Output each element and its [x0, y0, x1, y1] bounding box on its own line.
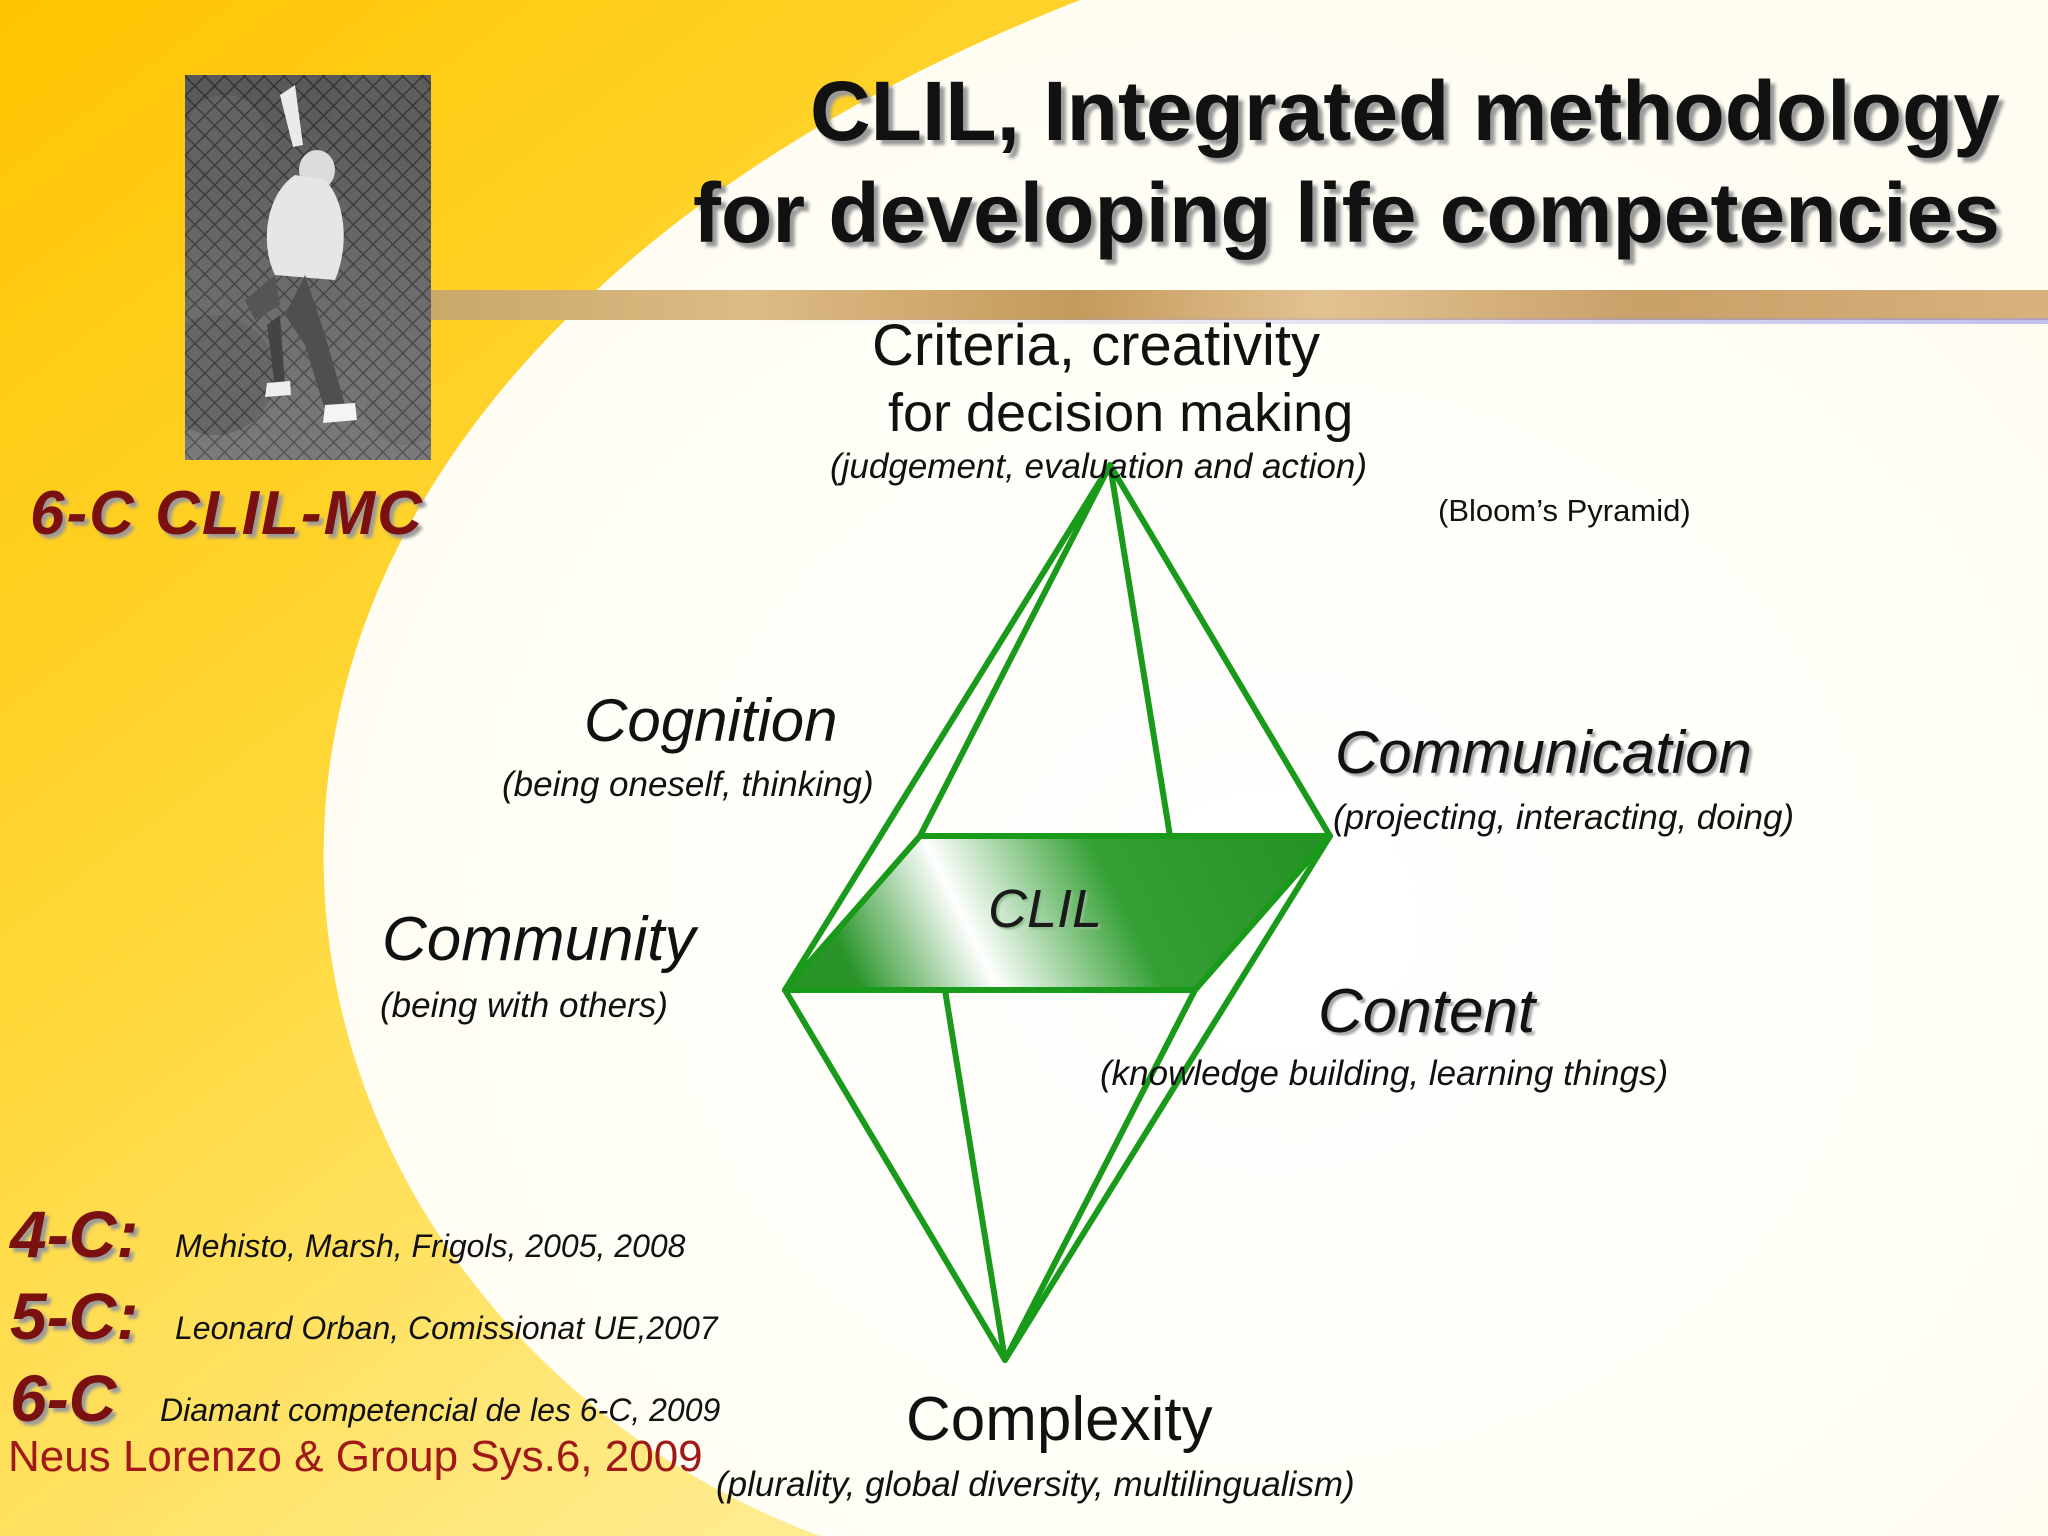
clil-center-label: CLIL	[988, 879, 1103, 939]
reference-tag: 6-C	[10, 1361, 117, 1435]
reference-text: Mehisto, Marsh, Frigols, 2005, 2008	[175, 1228, 686, 1264]
reference-item: 4-C: Mehisto, Marsh, Frigols, 2005, 2008	[10, 1196, 720, 1278]
reference-text: Leonard Orban, Comissionat UE,2007	[175, 1310, 718, 1346]
blooms-pyramid-note: (Bloom’s Pyramid)	[1438, 493, 1691, 528]
decorative-banner	[430, 290, 2048, 320]
model-badge: 6-C CLIL-MC	[30, 479, 424, 548]
complexity-title: Complexity	[906, 1385, 1213, 1454]
reference-tag: 5-C:	[10, 1279, 139, 1353]
content-title: Content	[1318, 977, 1536, 1046]
criteria-description: (judgement, evaluation and action)	[830, 447, 1368, 486]
child-climbing-fence-photo	[185, 75, 431, 460]
criteria-subtitle: for decision making	[888, 383, 1354, 443]
cognition-title: Cognition	[584, 687, 838, 754]
title-line-1: CLIL, Integrated methodology	[810, 64, 2000, 158]
criteria-title: Criteria, creativity	[872, 313, 1320, 378]
communication-title: Communication	[1335, 719, 1752, 786]
diamond-edges	[782, 462, 1333, 1363]
communication-description: (projecting, interacting, doing)	[1333, 798, 1795, 837]
reference-tag: 4-C:	[10, 1197, 139, 1271]
community-description: (being with others)	[380, 986, 668, 1025]
cognition-description: (being oneself, thinking)	[502, 765, 874, 804]
complexity-description: (plurality, global diversity, multilingu…	[716, 1465, 1355, 1504]
banner-shadow	[750, 318, 2048, 324]
community-title: Community	[382, 905, 696, 974]
title-line-2: for developing life competencies	[693, 166, 2000, 260]
reference-item: 5-C: Leonard Orban, Comissionat UE,2007	[10, 1278, 720, 1360]
author-credit: Neus Lorenzo & Group Sys.6, 2009	[8, 1432, 703, 1481]
content-description: (knowledge building, learning things)	[1100, 1054, 1669, 1093]
clil-plane	[785, 836, 1330, 990]
reference-item: 6-C Diamant competencial de les 6-C, 200…	[10, 1360, 721, 1435]
slide-title: CLIL, Integrated methodology for develop…	[693, 60, 2000, 264]
reference-text: Diamant competencial de les 6-C, 2009	[160, 1392, 721, 1428]
reference-list: 4-C: Mehisto, Marsh, Frigols, 2005, 2008…	[10, 1196, 721, 1435]
